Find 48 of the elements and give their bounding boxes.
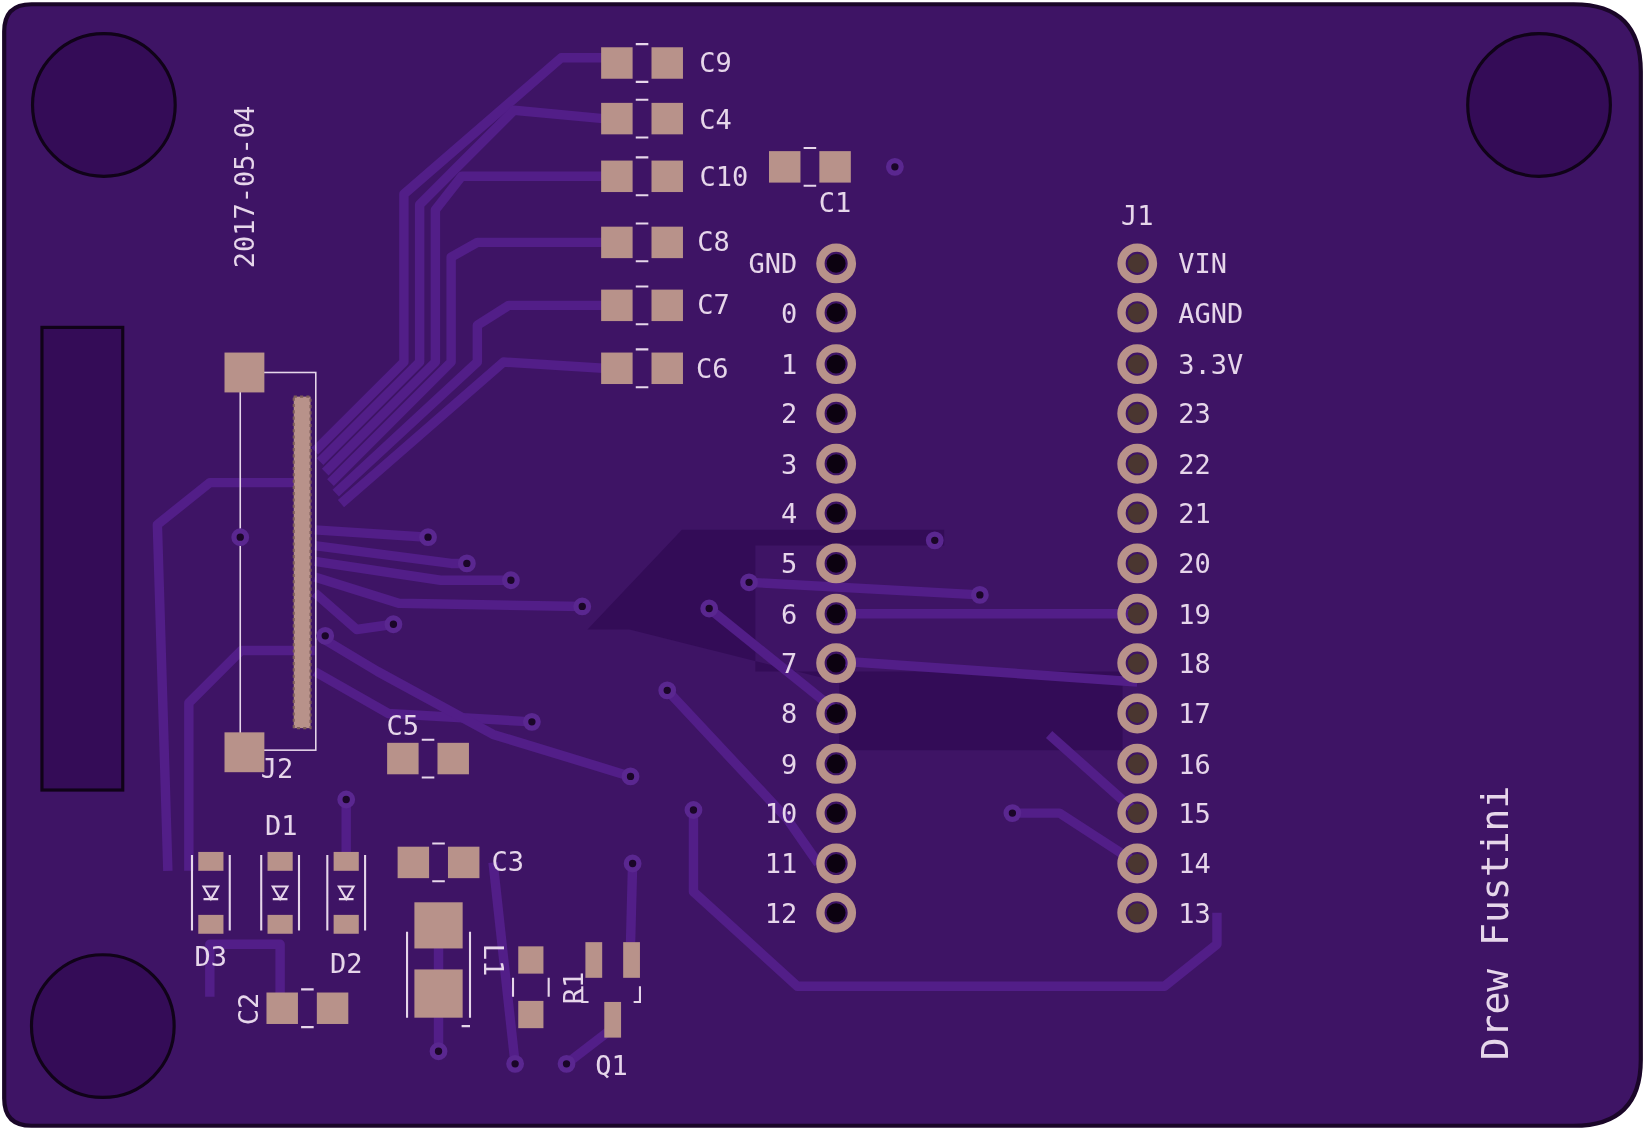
reference-designator: J2 <box>260 754 294 782</box>
reference-designator: J1 <box>1120 201 1154 229</box>
pin-label: 20 <box>1178 549 1211 577</box>
pin-label: 3 <box>781 450 798 478</box>
pin-label: 9 <box>781 750 798 778</box>
pin-label: VIN <box>1178 249 1227 277</box>
pin-label: AGND <box>1178 299 1244 327</box>
pin-label: 22 <box>1178 450 1211 478</box>
pin-label: 2 <box>781 399 798 427</box>
author-name: Drew Fustini <box>1475 785 1514 1061</box>
reference-designator: C7 <box>697 290 730 318</box>
reference-designator: C3 <box>491 847 524 875</box>
reference-designator: L1 <box>479 943 507 977</box>
reference-designator: D3 <box>194 942 228 970</box>
pin-label: 5 <box>781 549 798 577</box>
pin-label: 4 <box>781 499 798 527</box>
reference-designator: C2 <box>234 993 262 1026</box>
reference-designator: R1 <box>559 972 587 1005</box>
pin-label: 12 <box>764 899 798 927</box>
pin-label: 11 <box>764 849 798 877</box>
reference-designator: D1 <box>264 811 298 839</box>
pin-label: 13 <box>1178 899 1211 927</box>
reference-designator: C5 <box>386 711 420 739</box>
pin-label: 7 <box>781 649 798 677</box>
reference-designator: C6 <box>696 354 729 382</box>
pin-label: 23 <box>1178 399 1211 427</box>
reference-designator: C1 <box>818 188 852 216</box>
pin-label: 0 <box>781 299 798 327</box>
pin-label: 3.3V <box>1178 350 1244 378</box>
pin-label: 16 <box>1178 750 1211 778</box>
pin-label: 17 <box>1178 699 1211 727</box>
date-label: 2017-05-04 <box>230 105 258 268</box>
pin-label: 8 <box>781 699 798 727</box>
pin-label: 15 <box>1178 799 1211 827</box>
pin-label: GND <box>748 249 798 277</box>
pin-label: 6 <box>781 600 798 628</box>
pin-label: 19 <box>1178 600 1211 628</box>
reference-designator: Q1 <box>595 1051 628 1079</box>
reference-designator: C10 <box>699 162 749 190</box>
reference-designator: C4 <box>699 105 732 133</box>
pin-label: 10 <box>764 799 798 827</box>
reference-designator: C9 <box>699 48 732 76</box>
pin-label: 21 <box>1178 499 1211 527</box>
pin-label: 14 <box>1178 849 1211 877</box>
pin-label: 1 <box>781 350 798 378</box>
reference-designator: C8 <box>697 227 730 255</box>
pin-label: 18 <box>1178 649 1211 677</box>
reference-designator: D2 <box>329 949 363 977</box>
